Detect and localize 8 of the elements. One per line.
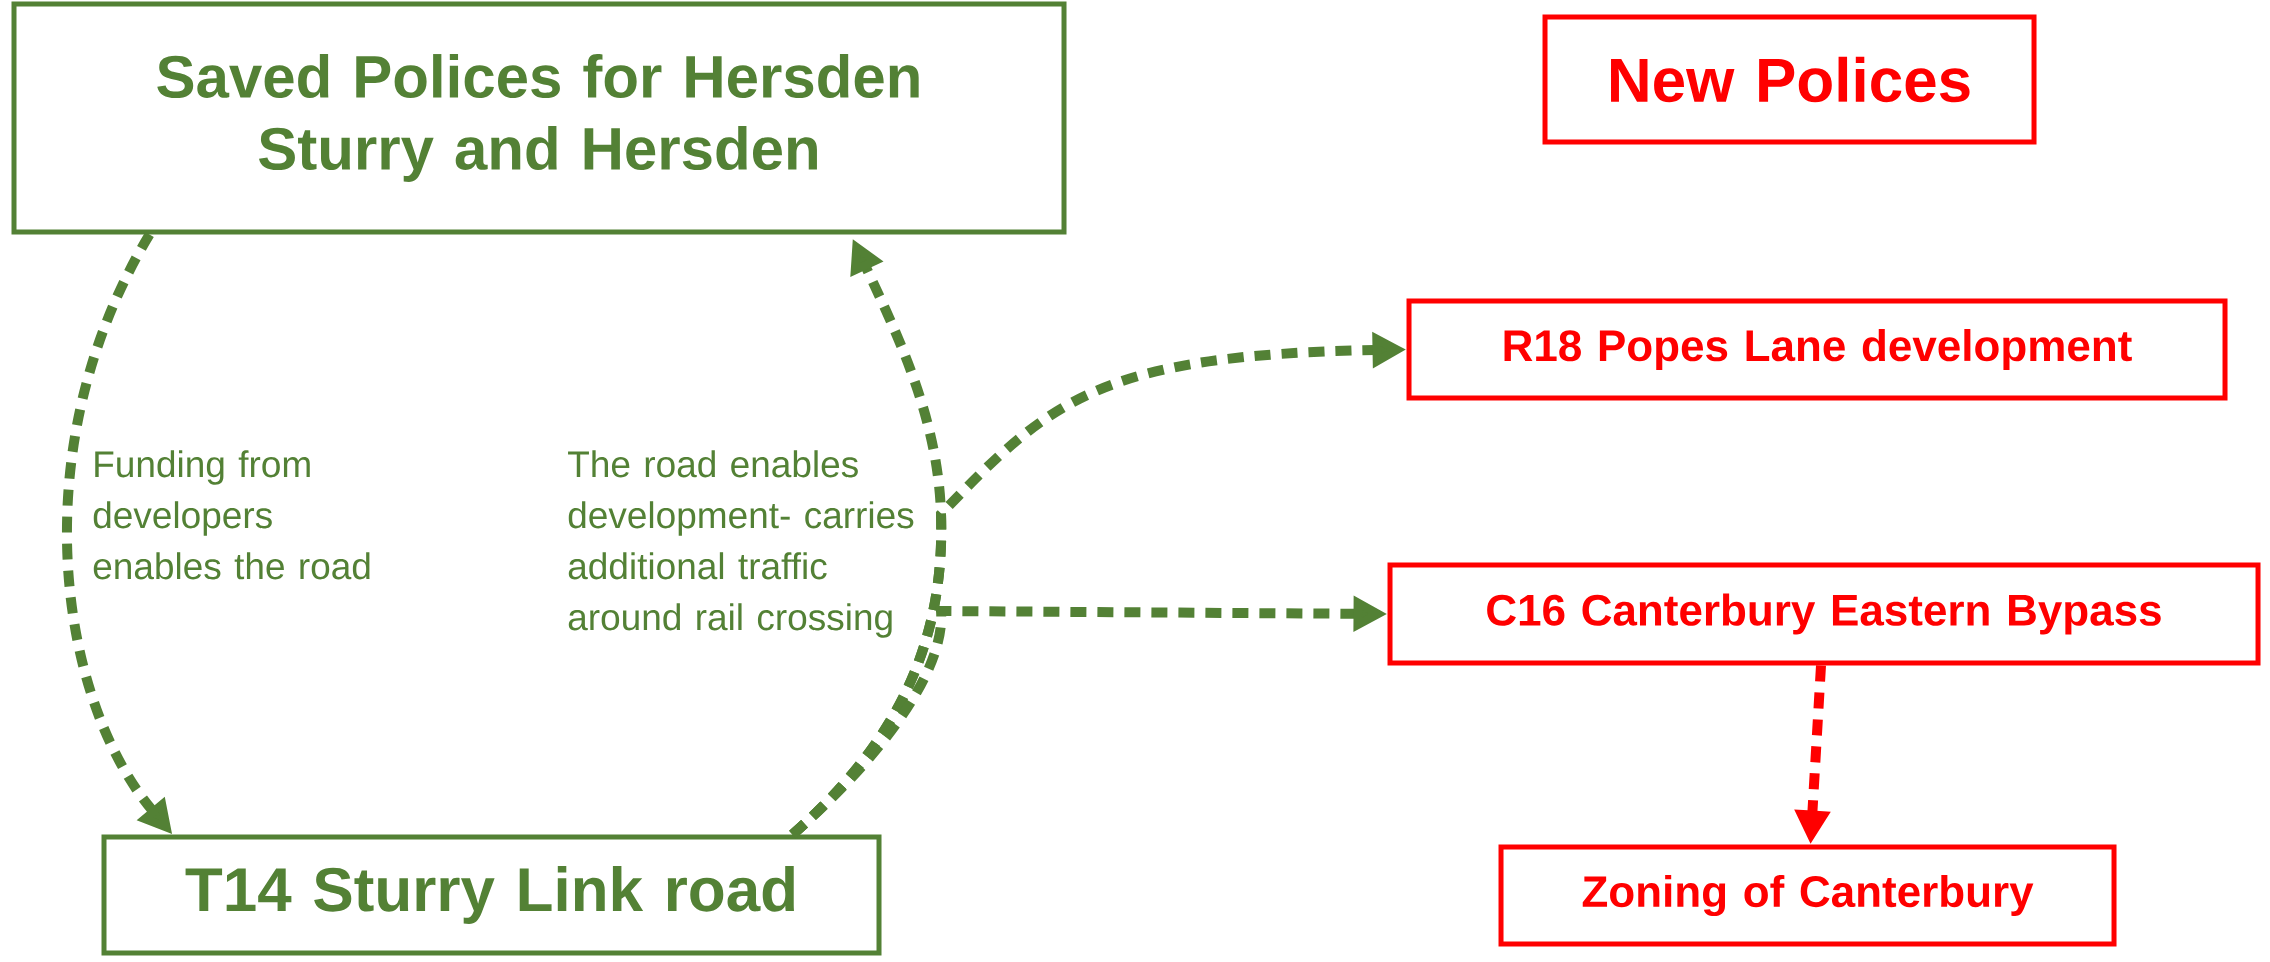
policy-box: C16 Canterbury Eastern Bypass	[1387, 562, 2261, 666]
policy-box: R18 Popes Lane development	[1406, 298, 2228, 401]
policy-box: New Polices	[1542, 14, 2037, 145]
policy-box: T14 Sturry Link road	[101, 834, 882, 956]
edge-label: The road enables development- carries additional traffic around rail crossing	[568, 450, 914, 638]
edge-label: Funding from developers enables the road	[93, 450, 370, 580]
policy-box: Zoning of Canterbury	[1498, 844, 2117, 947]
policy-box: Saved Polices for Hersden Sturry and Hersden	[11, 1, 1067, 235]
